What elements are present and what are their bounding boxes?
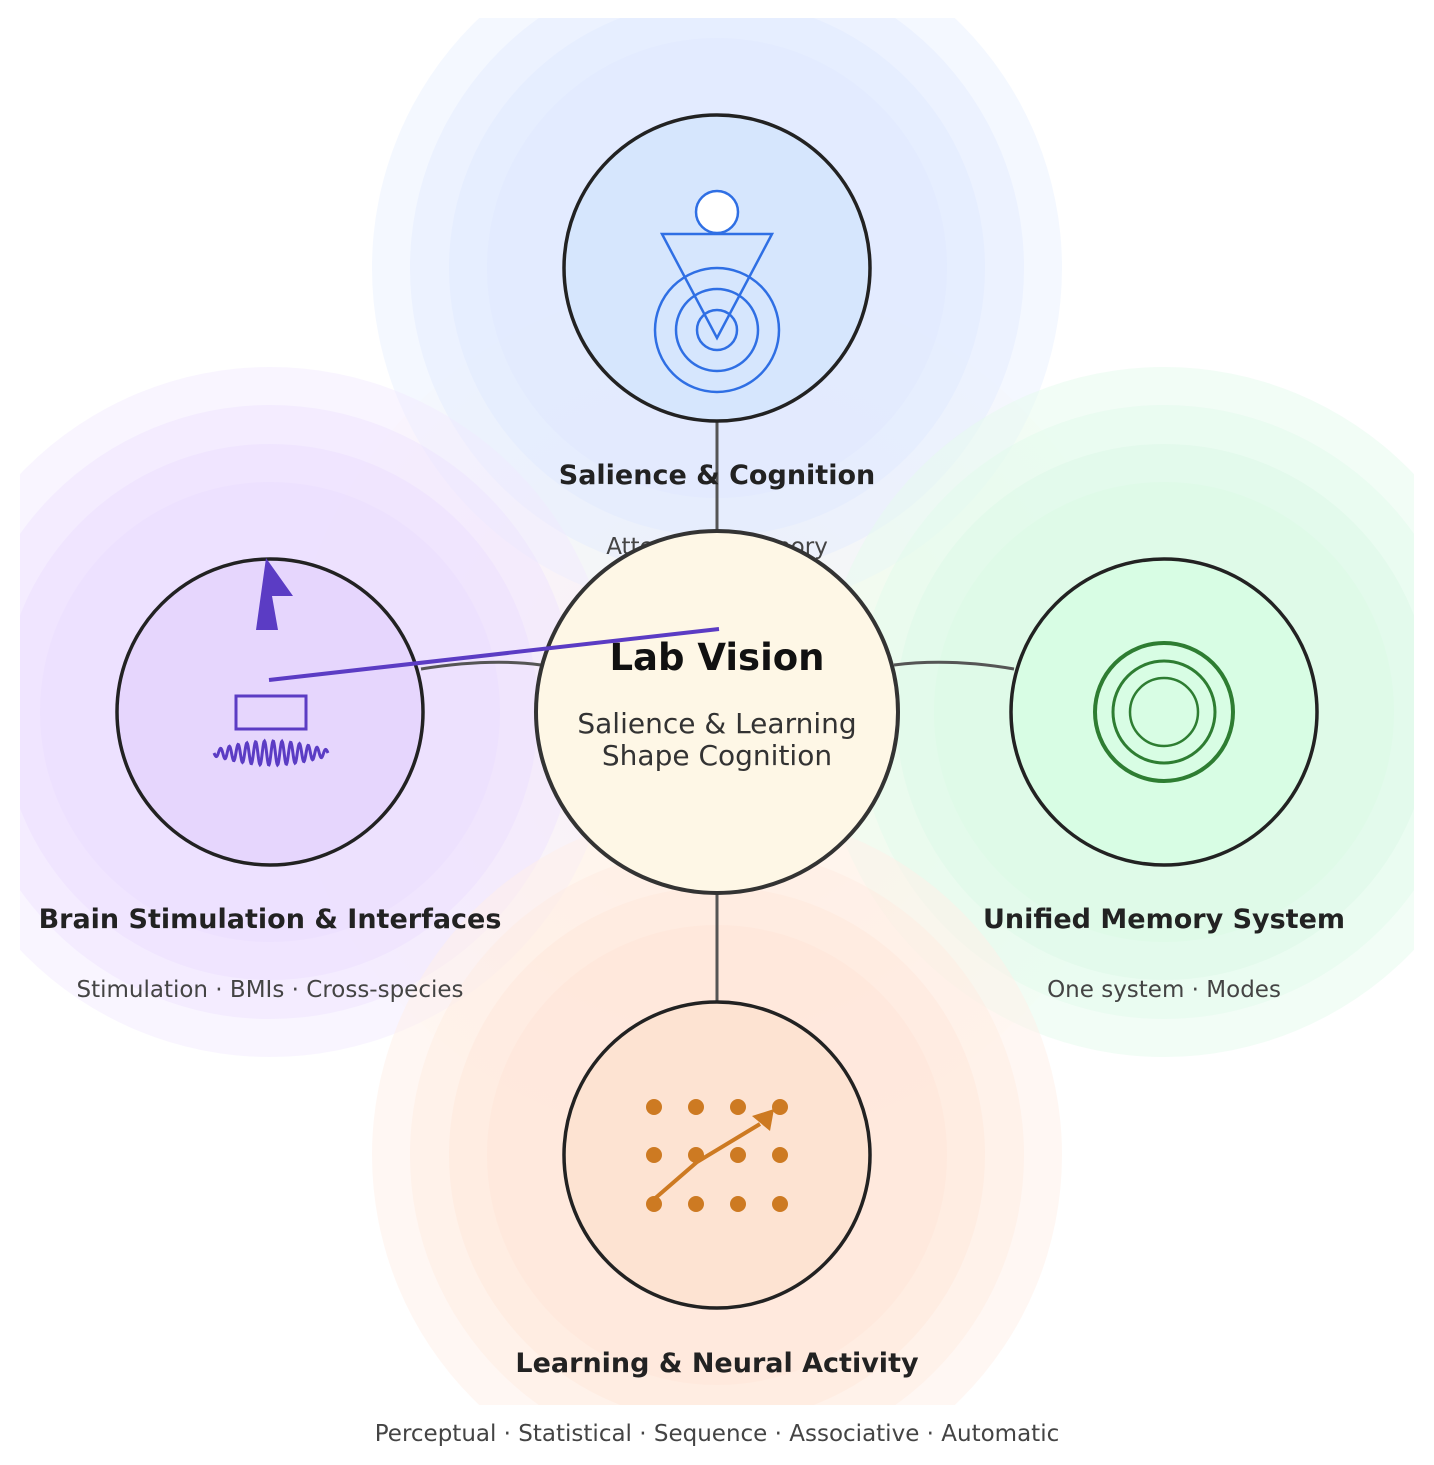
- brain-stimulation-probe-icon: [212, 558, 330, 768]
- person-attention-target-icon: [653, 189, 781, 394]
- grid-dot-1-2: [730, 1147, 746, 1163]
- concentric-memory-rings-icon: [1093, 641, 1235, 783]
- node-left[interactable]: Brain Stimulation & Interfaces Stimulati…: [39, 557, 502, 1003]
- connectors: [420, 421, 1015, 1003]
- node-right[interactable]: Unified Memory System One system · Modes: [983, 557, 1345, 1003]
- stimulation-probe-line: [268, 627, 720, 682]
- node-left-circle: [115, 557, 425, 867]
- node-right-subtitle: One system · Modes: [1047, 977, 1281, 1003]
- connector-right: [893, 660, 1015, 671]
- node-bottom-title: Learning & Neural Activity: [515, 1348, 919, 1379]
- node-center[interactable]: Lab Vision Salience & Learning Shape Cog…: [534, 529, 900, 895]
- grid-dot-0-0: [646, 1099, 662, 1115]
- node-left-subtitle: Stimulation · BMIs · Cross-species: [76, 977, 463, 1003]
- center-title: Lab Vision: [609, 636, 824, 679]
- learning-trend-line: [650, 1122, 762, 1203]
- learning-dot-grid-arrow-icon: [646, 1099, 788, 1212]
- node-right-circle: [1009, 557, 1319, 867]
- node-right-title: Unified Memory System: [983, 904, 1345, 935]
- grid-dot-0-3: [772, 1099, 788, 1115]
- arrow-head-icon: [752, 1109, 774, 1131]
- grid-dot-2-1: [688, 1196, 704, 1212]
- grid-dot-2-0: [646, 1196, 662, 1212]
- node-bottom-circle: [562, 1000, 872, 1310]
- grid-dot-1-0: [646, 1147, 662, 1163]
- node-bottom-subtitle: Perceptual · Statistical · Sequence · As…: [375, 1421, 1059, 1447]
- center-subtitle-line1: Salience & Learning: [577, 707, 856, 740]
- node-left-title: Brain Stimulation & Interfaces: [39, 904, 502, 935]
- grid-dot-0-2: [730, 1099, 746, 1115]
- grid-dot-2-2: [730, 1196, 746, 1212]
- grid-dot-2-3: [772, 1196, 788, 1212]
- grid-dot-0-1: [688, 1099, 704, 1115]
- node-bottom[interactable]: Learning & Neural Activity Perceptual · …: [375, 1000, 1059, 1447]
- electrode-box-icon: [234, 694, 308, 731]
- node-top-title: Salience & Cognition: [559, 460, 875, 491]
- node-center-circle: [534, 529, 900, 895]
- center-subtitle-line2: Shape Cognition: [602, 739, 832, 772]
- grid-dot-1-3: [772, 1147, 788, 1163]
- neural-wave-icon: [212, 738, 330, 768]
- stimulation-bolt-icon: [256, 558, 293, 630]
- connector-left: [420, 660, 542, 671]
